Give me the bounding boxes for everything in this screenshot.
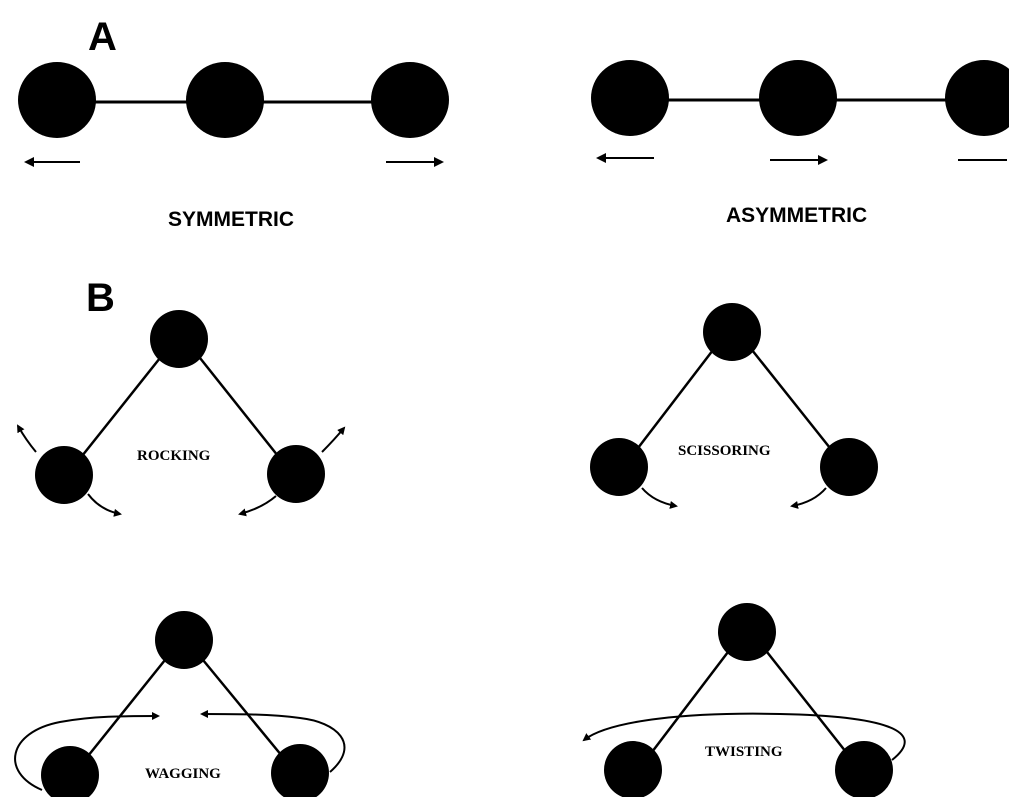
rocking-arrow-right-up xyxy=(321,426,346,453)
twisting-atom-right xyxy=(835,741,893,797)
twisting-atom-left xyxy=(604,741,662,797)
scissoring-atom-right xyxy=(820,438,878,496)
rocking-arrow-left-up xyxy=(17,424,37,453)
panel-a-letter: A xyxy=(88,15,117,59)
wagging-atom-right xyxy=(271,744,329,797)
twisting-bond-left xyxy=(651,651,729,753)
scissoring-arrow-right xyxy=(790,487,827,509)
twisting-label: TWISTING xyxy=(705,744,783,760)
scissoring-molecule xyxy=(590,303,878,496)
twisting-atom-top xyxy=(718,603,776,661)
wagging-arrow-right xyxy=(200,710,346,773)
asymmetric-atom-center xyxy=(759,60,837,136)
scissoring-atom-left xyxy=(590,438,648,496)
wagging-bond-right xyxy=(202,659,283,757)
asymmetric-stretch-molecule xyxy=(591,60,1009,136)
scissoring-bond-left xyxy=(637,349,714,449)
rocking-atom-right xyxy=(267,445,325,503)
rocking-arrow-left-down xyxy=(87,493,122,517)
rocking-atom-left xyxy=(35,446,93,504)
wagging-label: WAGGING xyxy=(145,766,221,782)
wagging-atom-top xyxy=(155,611,213,669)
symmetric-atom-left xyxy=(18,62,96,138)
scissoring-atom-top xyxy=(703,303,761,361)
scissoring-label: SCISSORING xyxy=(678,443,771,459)
symmetric-atom-right xyxy=(371,62,449,138)
rocking-atom-top xyxy=(150,310,208,368)
wagging-bond-left xyxy=(87,659,166,757)
rocking-molecule xyxy=(35,310,325,504)
wagging-molecule xyxy=(41,611,329,797)
rocking-arrows xyxy=(17,424,346,517)
asymmetric-atom-left xyxy=(591,60,669,136)
symmetric-stretch-molecule xyxy=(18,62,449,138)
rocking-bond-left xyxy=(81,357,161,457)
wagging-arrow-left xyxy=(14,712,160,791)
twisting-arrows xyxy=(582,712,906,761)
twisting-bond-right xyxy=(766,651,847,753)
twisting-molecule xyxy=(604,603,893,797)
twisting-arrow-ellipse xyxy=(582,712,906,761)
rocking-arrow-right-down xyxy=(238,495,277,517)
asymmetric-label: ASYMMETRIC xyxy=(726,204,867,227)
rocking-bond-right xyxy=(199,357,279,457)
scissoring-bond-right xyxy=(751,349,831,449)
wagging-arrows xyxy=(14,710,346,791)
rocking-label: ROCKING xyxy=(137,448,211,464)
scissoring-arrows xyxy=(641,487,827,509)
symmetric-atom-center xyxy=(186,62,264,138)
scissoring-arrow-left xyxy=(641,487,678,509)
symmetric-label: SYMMETRIC xyxy=(168,208,294,231)
asymmetric-atom-right xyxy=(945,60,1009,136)
asymmetric-arrows xyxy=(596,153,1007,165)
wagging-atom-left xyxy=(41,746,99,797)
panel-b-letter: B xyxy=(86,276,115,320)
